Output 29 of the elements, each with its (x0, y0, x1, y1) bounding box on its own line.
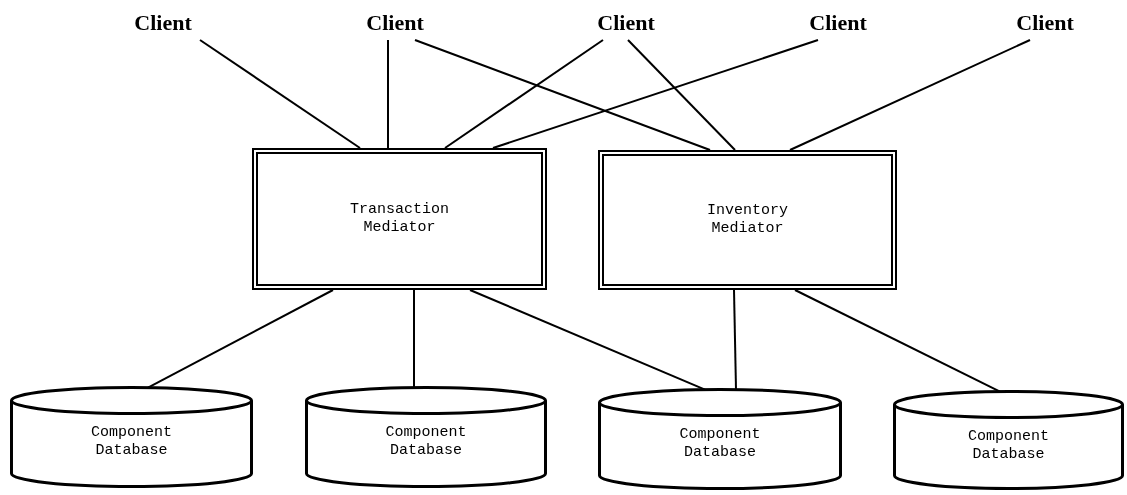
database-cylinder (10, 386, 253, 488)
mediator-box (252, 148, 547, 290)
connector-line (444, 39, 604, 149)
connector-line (199, 39, 361, 149)
node-label: Component Database (967, 428, 1050, 464)
connector-line (387, 39, 389, 149)
database-cylinder (598, 388, 842, 490)
connector-line (794, 289, 1001, 393)
mediator-box (598, 150, 897, 290)
client-label-text: Client (809, 12, 867, 34)
connector-line (492, 39, 819, 149)
connector-line (147, 289, 334, 389)
node-label: Inventory Mediator (706, 202, 789, 238)
connector-line (414, 39, 711, 151)
node-label: Component Database (678, 426, 762, 462)
database-cylinder (893, 390, 1124, 490)
connector-line (627, 39, 736, 151)
connector-line (733, 289, 737, 391)
node-label: Component Database (384, 424, 468, 460)
database-cylinder (305, 386, 547, 488)
connector-line (469, 289, 706, 391)
node-label: Component Database (90, 424, 173, 460)
client-label-text: Client (597, 12, 655, 34)
node-label: Transaction Mediator (349, 201, 450, 237)
client-label-text: Client (1016, 12, 1074, 34)
connector-line (789, 39, 1031, 151)
client-label-text: Client (366, 12, 424, 34)
connector-line (413, 289, 415, 389)
client-label-text: Client (134, 12, 192, 34)
